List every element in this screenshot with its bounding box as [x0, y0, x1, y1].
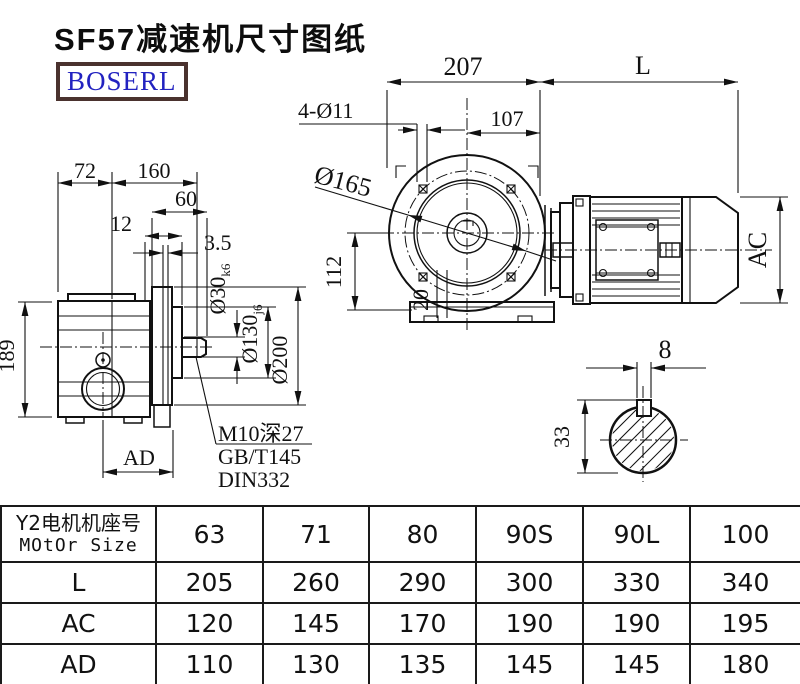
motor-size-cell: 63: [155, 505, 264, 563]
dim-l-label: L: [635, 51, 651, 80]
dim-8-label: 8: [659, 335, 672, 364]
value-cell: 135: [368, 643, 477, 684]
motor-size-header-cn: Y2电机机座号: [16, 511, 141, 535]
brand-logo: BOSERL: [56, 62, 188, 101]
note-gb-label: GB/T145: [218, 444, 301, 469]
value-cell: 170: [368, 602, 477, 645]
value-cell: 260: [262, 561, 370, 604]
value-cell: 340: [689, 561, 800, 604]
bolt-hole-symbols: [418, 184, 516, 282]
value-cell: 190: [475, 602, 584, 645]
dim-12-label: 12: [110, 211, 132, 236]
dim-107-label: 107: [491, 106, 524, 131]
dim-dia200-label: Ø200: [267, 336, 292, 385]
dim-dia130-label: Ø130j6: [237, 304, 265, 364]
table-row-ad: AD 110 130 135 145 145 180: [0, 643, 800, 684]
value-cell: 145: [262, 602, 370, 645]
note-tap-label: M10深27: [218, 421, 304, 446]
value-cell: 130: [262, 643, 370, 684]
motor-fins: [592, 203, 680, 297]
value-cell: 145: [582, 643, 691, 684]
table-row-ac: AC 120 145 170 190 190 195: [0, 602, 800, 645]
dim-dia30-label: Ø30k6: [205, 263, 233, 314]
side-view: 72 160 60 12 3.5 189: [0, 158, 312, 492]
dim-160-label: 160: [138, 158, 171, 183]
dim-60-label: 60: [175, 186, 197, 211]
motor-size-cell: 100: [689, 505, 800, 563]
motor-size-cell: 80: [368, 505, 477, 563]
dim-20-label: 20: [408, 289, 433, 311]
dim-72-label: 72: [74, 158, 96, 183]
shaft-detail: 8 33: [549, 335, 706, 482]
input-flange: [151, 286, 173, 406]
motor-size-cell: 90S: [475, 505, 584, 563]
technical-drawing: 72 160 60 12 3.5 189: [0, 51, 788, 492]
motor-size-header-en: MOtOr Size: [19, 535, 138, 556]
bolt-circle: [404, 170, 530, 296]
dim-112-label: 112: [321, 256, 346, 288]
table-row-l: L 205 260 290 300 330 340: [0, 561, 800, 604]
page-title: SF57减速机尺寸图纸: [54, 22, 368, 57]
input-shaft: [181, 337, 207, 358]
dim-189-label: 189: [0, 340, 19, 373]
dim-33-label: 33: [549, 426, 574, 448]
value-cell: 330: [582, 561, 691, 604]
row-label: AD: [0, 643, 157, 684]
dim-ad-label: AD: [123, 445, 155, 470]
output-bore-circle: [81, 367, 125, 411]
value-cell: 300: [475, 561, 584, 604]
dim-207-label: 207: [444, 52, 483, 81]
dim-dia165-label: Ø165: [311, 160, 374, 203]
value-cell: 180: [689, 643, 800, 684]
key-profile: [636, 399, 652, 417]
table-row-motor-size: Y2电机机座号 MOtOr Size 63 71 80 90S 90L 100: [0, 505, 800, 563]
dim-3-5-label: 3.5: [204, 230, 232, 255]
motor-size-header-cell: Y2电机机座号 MOtOr Size: [0, 505, 157, 563]
spec-table: Y2电机机座号 MOtOr Size 63 71 80 90S 90L 100 …: [0, 505, 800, 684]
front-view: 207 L 107 4-Ø11: [298, 51, 788, 332]
value-cell: 145: [475, 643, 584, 684]
brand-logo-text: BOSERL: [67, 66, 177, 96]
dim-holes-label: 4-Ø11: [298, 98, 353, 123]
row-label: L: [0, 561, 157, 604]
value-cell: 120: [155, 602, 264, 645]
value-cell: 205: [155, 561, 264, 604]
fan-cover: [682, 196, 739, 304]
row-label: AC: [0, 602, 157, 645]
value-cell: 110: [155, 643, 264, 684]
dim-ac-label: AC: [743, 232, 772, 268]
mount-base: [409, 301, 555, 323]
value-cell: 190: [582, 602, 691, 645]
note-din-label: DIN332: [218, 467, 290, 492]
motor-size-cell: 71: [262, 505, 370, 563]
value-cell: 195: [689, 602, 800, 645]
value-cell: 290: [368, 561, 477, 604]
motor-size-cell: 90L: [582, 505, 691, 563]
